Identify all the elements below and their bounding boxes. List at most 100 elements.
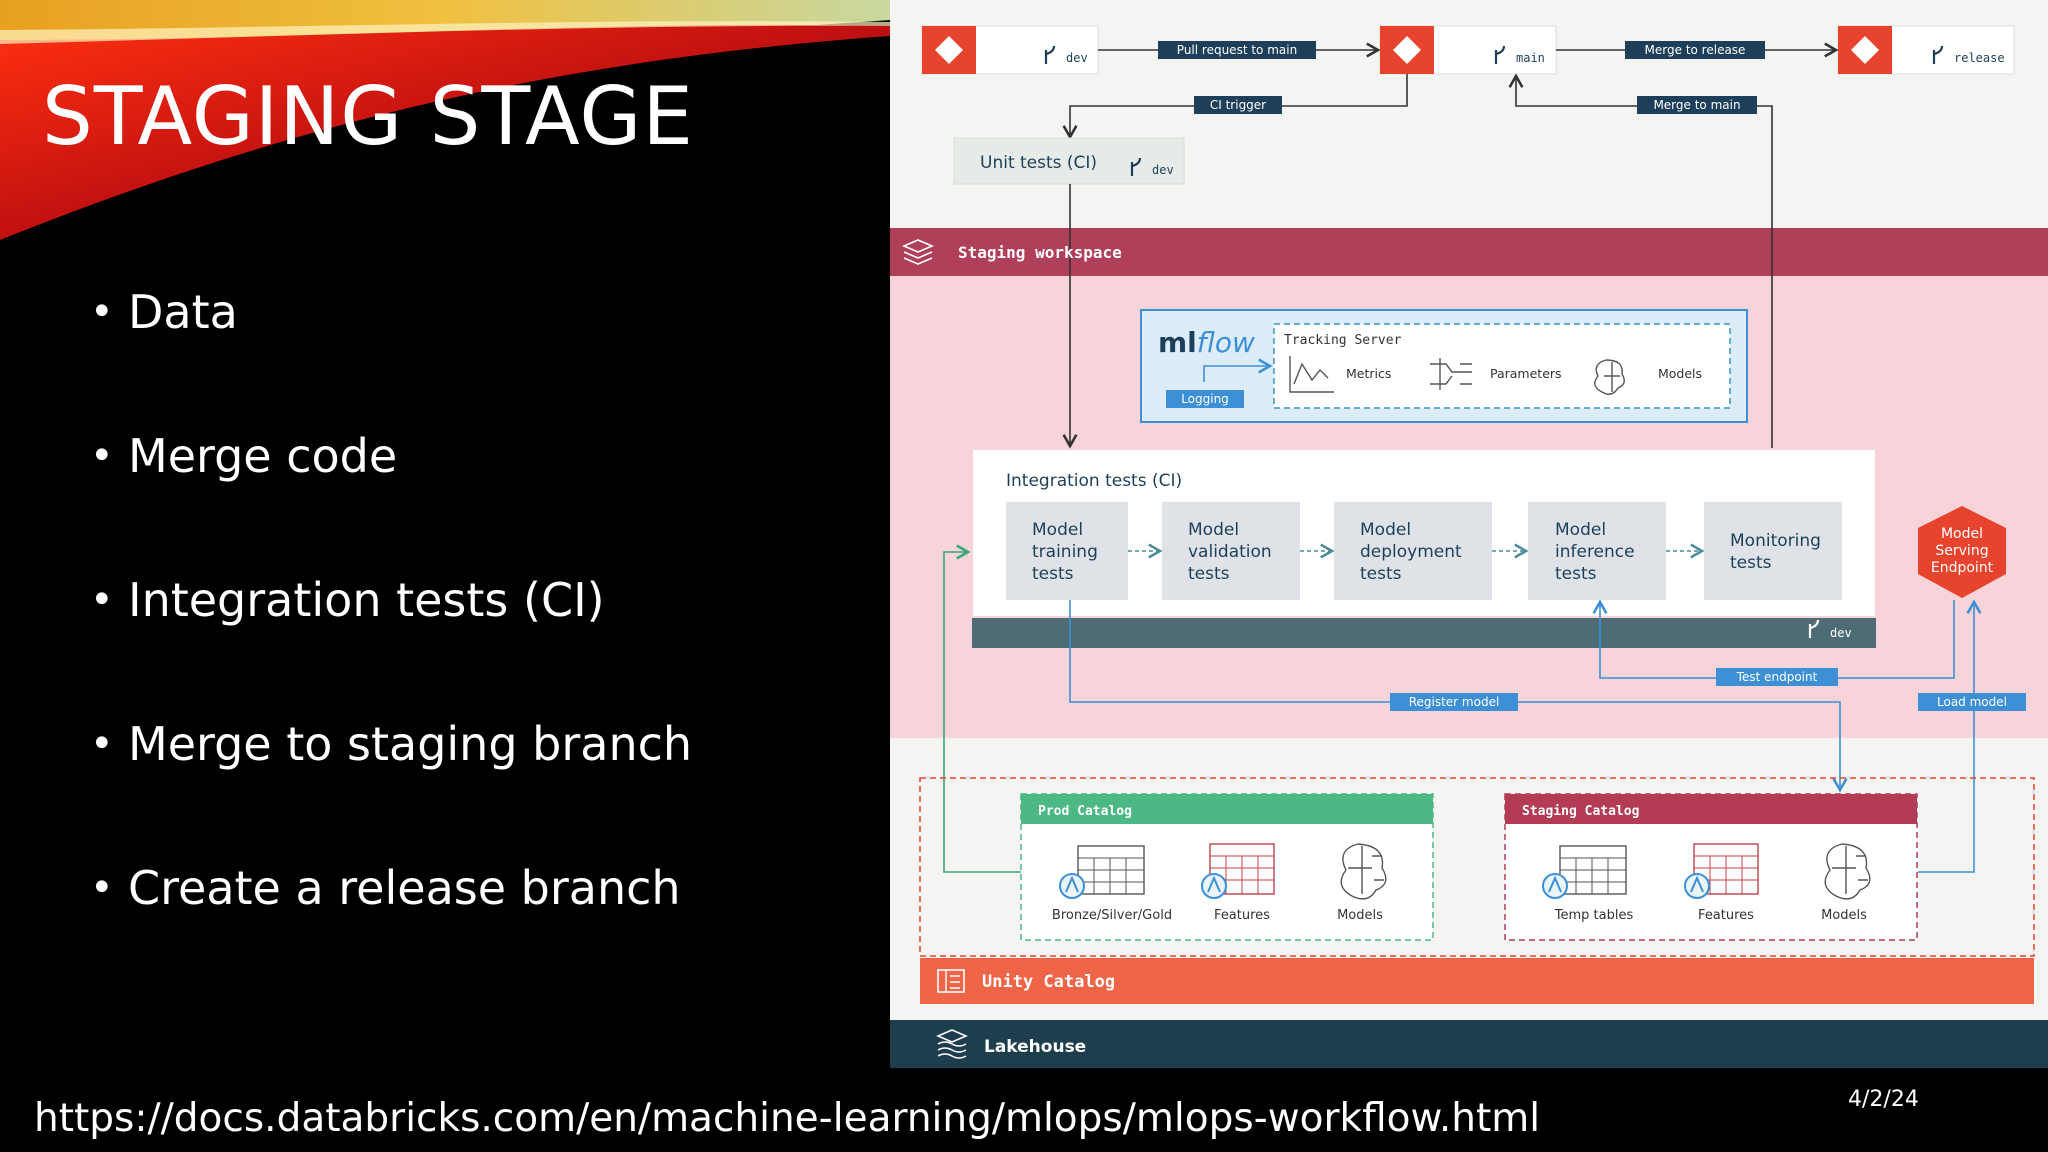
svg-text:Features: Features xyxy=(1698,908,1754,923)
svg-text:Serving: Serving xyxy=(1935,543,1988,559)
svg-text:Tracking Server: Tracking Server xyxy=(1284,333,1402,348)
slide-title: STAGING STAGE xyxy=(42,70,694,163)
logging-arrow xyxy=(1203,358,1273,382)
svg-text:dev: dev xyxy=(1830,626,1852,640)
staging-workspace-band xyxy=(890,228,2048,276)
ci-trigger-label xyxy=(1194,96,1282,114)
svg-text:dev: dev xyxy=(1152,163,1174,177)
svg-text:Pull request to main: Pull request to main xyxy=(1177,43,1297,57)
svg-text:tests: tests xyxy=(1032,564,1074,584)
branch-icon xyxy=(1044,45,1056,64)
branch-icon xyxy=(1494,45,1506,64)
svg-text:inference: inference xyxy=(1555,542,1635,562)
tracking-server-box xyxy=(1273,323,1731,409)
svg-text:Unit tests (CI): Unit tests (CI) xyxy=(980,153,1097,173)
svg-text:Model: Model xyxy=(1032,520,1083,540)
svg-text:Bronze/Silver/Gold: Bronze/Silver/Gold xyxy=(1052,908,1172,923)
svg-text:Merge to release: Merge to release xyxy=(1645,43,1746,57)
test-monitoring: Monitoring tests xyxy=(1704,502,1842,600)
test-model-inference: Model inference tests xyxy=(1528,502,1666,600)
svg-text:release: release xyxy=(1954,51,2005,65)
svg-text:Models: Models xyxy=(1821,908,1867,923)
svg-text:tests: tests xyxy=(1730,553,1772,573)
svg-text:Staging Catalog: Staging Catalog xyxy=(1522,804,1639,819)
svg-text:training: training xyxy=(1032,542,1098,562)
unit-tests-box: Unit tests (CI) dev xyxy=(953,137,1185,185)
main-branch: main xyxy=(1379,25,1557,75)
title-swoosh xyxy=(0,0,890,240)
load-model-label xyxy=(1918,693,2026,711)
features-icon xyxy=(1684,843,1759,899)
models-brain-icon xyxy=(1594,359,1625,395)
unity-catalog-frame xyxy=(919,777,2035,957)
git-icon xyxy=(1393,36,1421,64)
staging-workspace-label: Staging workspace xyxy=(958,243,1122,262)
svg-text:Merge to main: Merge to main xyxy=(1653,98,1740,112)
svg-text:Parameters: Parameters xyxy=(1490,366,1562,381)
parameters-icon xyxy=(1430,358,1472,390)
svg-text:CI trigger: CI trigger xyxy=(1210,98,1266,112)
svg-text:Monitoring: Monitoring xyxy=(1730,531,1821,551)
svg-text:Temp tables: Temp tables xyxy=(1554,908,1634,923)
svg-text:Model: Model xyxy=(1555,520,1606,540)
svg-text:validation: validation xyxy=(1188,542,1272,562)
svg-text:tests: tests xyxy=(1188,564,1230,584)
svg-text:Model: Model xyxy=(1188,520,1239,540)
svg-text:Register model: Register model xyxy=(1409,695,1500,709)
unity-catalog-band xyxy=(920,958,2034,1004)
logging-label xyxy=(1166,390,1244,408)
git-icon xyxy=(935,36,963,64)
catalog-book-icon xyxy=(937,969,965,993)
mlflow-logo: mlflow xyxy=(1158,326,1255,359)
register-model-label xyxy=(1390,693,1518,711)
svg-text:Load model: Load model xyxy=(1937,695,2007,709)
features-icon xyxy=(1201,843,1275,899)
staging-catalog: Staging Catalog Temp tables Features Mod… xyxy=(1504,793,1918,941)
branch-icon xyxy=(1130,157,1142,176)
models-brain-icon xyxy=(1824,843,1871,900)
unity-catalog-label: Unity Catalog xyxy=(982,972,1115,992)
branch-icon xyxy=(1808,619,1820,638)
svg-text:Endpoint: Endpoint xyxy=(1931,560,1994,576)
svg-text:Features: Features xyxy=(1214,908,1270,923)
metrics-icon xyxy=(1289,356,1334,393)
svg-text:Model: Model xyxy=(1941,526,1983,542)
mlops-diagram: dev main release Pull request to main Me… xyxy=(890,0,2048,1068)
branch-icon xyxy=(1932,45,1944,64)
source-url[interactable]: https://docs.databricks.com/en/machine-l… xyxy=(34,1096,1541,1141)
svg-text:Models: Models xyxy=(1658,366,1702,381)
prod-data-arrow xyxy=(943,544,1021,873)
dev-branch-bar xyxy=(972,618,1876,648)
models-brain-icon xyxy=(1340,843,1387,900)
lakehouse-label: Lakehouse xyxy=(984,1037,1086,1057)
table-icon xyxy=(1542,845,1627,899)
release-branch: release xyxy=(1837,25,2015,75)
test-endpoint-label xyxy=(1716,668,1838,686)
test-model-validation: Model validation tests xyxy=(1162,502,1300,600)
load-model-arrow xyxy=(1918,599,1982,873)
model-serving-endpoint: Model Serving Endpoint xyxy=(1918,506,2006,598)
table-icon xyxy=(1059,845,1145,899)
svg-text:main: main xyxy=(1516,51,1545,65)
test-model-deployment: Model deployment tests xyxy=(1334,502,1492,600)
pull-request-label xyxy=(1158,41,1316,59)
svg-text:Models: Models xyxy=(1337,908,1383,923)
svg-text:tests: tests xyxy=(1555,564,1597,584)
svg-text:tests: tests xyxy=(1360,564,1402,584)
lakehouse-band xyxy=(890,1020,2048,1068)
svg-text:Test endpoint: Test endpoint xyxy=(1736,670,1818,684)
svg-text:dev: dev xyxy=(1066,51,1088,65)
merge-to-release-label xyxy=(1625,41,1765,59)
svg-text:Model: Model xyxy=(1360,520,1411,540)
svg-text:Logging: Logging xyxy=(1181,392,1229,406)
test-model-training: Model training tests xyxy=(1006,502,1128,600)
merge-to-main-label xyxy=(1637,96,1757,114)
svg-text:Integration tests (CI): Integration tests (CI) xyxy=(1006,471,1182,491)
layers-icon xyxy=(901,239,935,265)
lakehouse-icon xyxy=(936,1029,968,1059)
dev-branch: dev xyxy=(921,25,1099,75)
svg-text:Metrics: Metrics xyxy=(1346,366,1391,381)
svg-text:Prod Catalog: Prod Catalog xyxy=(1038,804,1132,819)
git-icon xyxy=(1851,36,1879,64)
